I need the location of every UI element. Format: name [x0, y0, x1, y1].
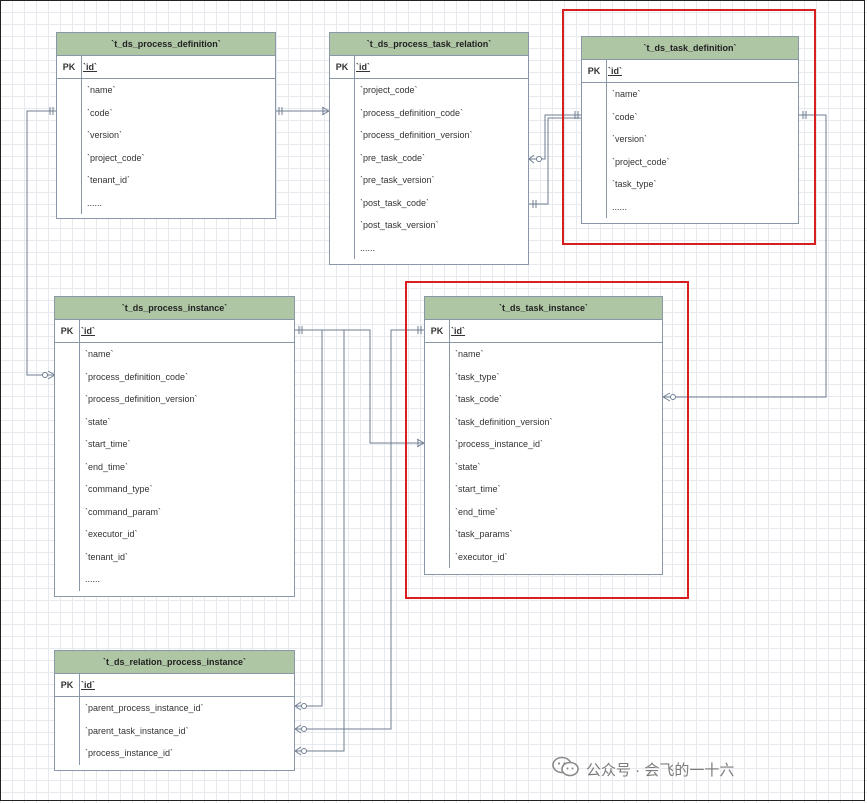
field: `name` [612, 89, 641, 99]
watermark: 公众号 · 会飞的一十六 [552, 756, 734, 780]
pk-column: `id` [356, 62, 370, 72]
field: `executor_id` [85, 529, 138, 539]
link-pd-pi [26, 110, 56, 376]
field: `tenant_id` [87, 175, 131, 185]
field: `task_params` [455, 529, 513, 539]
table-process-definition: `t_ds_process_definition` PK `id` `name`… [56, 32, 276, 219]
table-title: `t_ds_task_definition` [582, 37, 798, 60]
link-pi-ti [295, 329, 424, 444]
link-pi-rpi-1 [295, 330, 323, 707]
field: `process_instance_id` [85, 748, 174, 758]
pk-column: `id` [81, 326, 95, 336]
link-td-ti [663, 114, 827, 398]
field-list: `name` `code` `version` `project_code` `… [57, 79, 275, 214]
pk-row: PK `id` [582, 60, 798, 83]
table-title: `t_ds_process_instance` [55, 297, 294, 320]
wechat-icon [552, 756, 580, 786]
pk-label: PK [60, 326, 74, 336]
table-title: `t_ds_task_instance` [425, 297, 662, 320]
pk-column: `id` [81, 680, 95, 690]
link-pi-rpi-2 [295, 330, 345, 752]
pk-row: PK `id` [55, 320, 294, 343]
pk-column: `id` [83, 62, 97, 72]
table-task-instance: `t_ds_task_instance` PK `id` `name` `tas… [424, 296, 663, 575]
pk-label: PK [430, 326, 444, 336]
field: `process_instance_id` [455, 439, 544, 449]
field: ...... [85, 574, 101, 584]
field: `post_task_version` [360, 220, 439, 230]
field: `code` [612, 111, 638, 122]
field: `task_type` [612, 179, 657, 189]
field: `name` [85, 349, 114, 359]
field: ...... [612, 201, 628, 212]
field: `process_definition_code` [360, 107, 464, 118]
field-list: `name` `task_type` `task_code` `task_def… [425, 343, 662, 568]
pk-column: `id` [451, 326, 465, 336]
field: `process_definition_version` [85, 394, 198, 404]
field: `name` [87, 85, 116, 95]
pk-column: `id` [608, 66, 622, 76]
field: `command_type` [85, 484, 153, 494]
highlight-box-task-instance [405, 281, 689, 599]
field: `tenant_id` [85, 551, 129, 562]
pk-label: PK [60, 680, 74, 690]
table-title: `t_ds_process_definition` [57, 33, 275, 56]
link-ti-rpi [295, 329, 424, 730]
pk-label: PK [62, 62, 76, 72]
field: `task_type` [455, 371, 500, 382]
field: `parent_process_instance_id` [85, 703, 204, 713]
field-list: `name` `code` `version` `project_code` `… [582, 83, 798, 218]
field: `end_time` [85, 461, 129, 472]
field: `parent_task_instance_id` [85, 725, 189, 736]
field: `name` [455, 349, 484, 359]
field: `task_definition_version` [455, 416, 553, 427]
field: `start_time` [85, 439, 131, 449]
table-process-instance: `t_ds_process_instance` PK `id` `name` `… [54, 296, 295, 597]
pk-row: PK `id` [330, 56, 528, 79]
field: `process_definition_version` [360, 130, 473, 140]
field-list: `project_code` `process_definition_code`… [330, 79, 528, 259]
field: `pre_task_version` [360, 175, 435, 185]
field: `task_code` [455, 394, 503, 404]
field: `project_code` [87, 152, 145, 163]
field: `pre_task_code` [360, 152, 426, 163]
table-task-definition: `t_ds_task_definition` PK `id` `name` `c… [581, 36, 799, 224]
table-title: `t_ds_relation_process_instance` [55, 651, 294, 674]
table-relation-process-instance: `t_ds_relation_process_instance` PK `id`… [54, 650, 295, 771]
field: `project_code` [612, 156, 670, 167]
highlight-box-task-definition [562, 9, 816, 245]
field: `version` [87, 130, 123, 140]
pk-row: PK `id` [55, 674, 294, 697]
field: ...... [87, 197, 103, 208]
field: `command_param` [85, 506, 162, 517]
field: `project_code` [360, 85, 418, 95]
field: `executor_id` [455, 551, 508, 562]
field: ...... [360, 242, 376, 253]
pk-label: PK [587, 66, 601, 76]
field: `state` [85, 416, 111, 427]
pk-row: PK `id` [425, 320, 662, 343]
pk-row: PK `id` [57, 56, 275, 79]
field-list: `name` `process_definition_code` `proces… [55, 343, 294, 591]
field: `process_definition_code` [85, 371, 189, 382]
field: `version` [612, 134, 648, 144]
field: `end_time` [455, 506, 499, 517]
field: `post_task_code` [360, 197, 430, 208]
field: `code` [87, 107, 113, 118]
field: `start_time` [455, 484, 501, 494]
table-process-task-relation: `t_ds_process_task_relation` PK `id` `pr… [329, 32, 529, 265]
link-ptr-td-2 [529, 117, 581, 205]
watermark-text: 公众号 · 会飞的一十六 [586, 761, 735, 779]
field-list: `parent_process_instance_id` `parent_tas… [55, 697, 294, 765]
pk-label: PK [335, 62, 349, 72]
table-title: `t_ds_process_task_relation` [330, 33, 528, 56]
field: `state` [455, 461, 481, 472]
